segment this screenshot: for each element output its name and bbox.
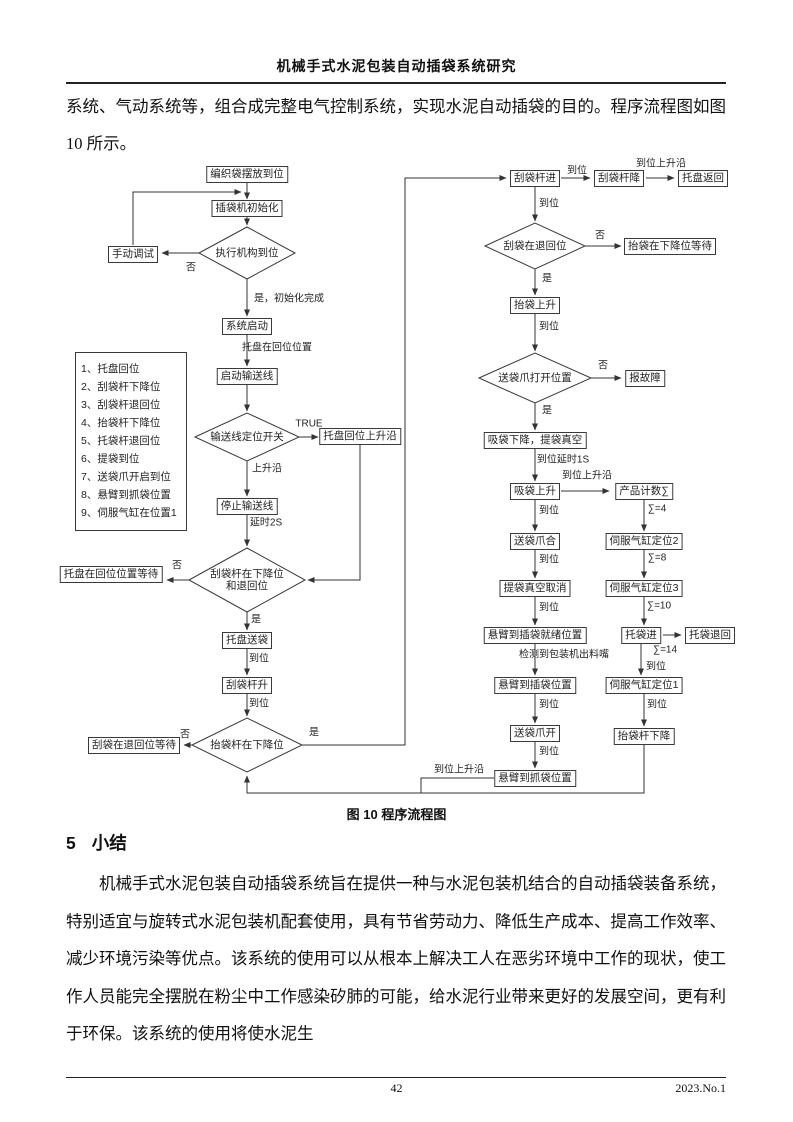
node-scraper-up: 刮袋杆升 [222, 677, 272, 694]
edge-label-detect-nozzle: 检测到包装机出料嘴 [519, 649, 609, 661]
page-number: 42 [390, 1081, 403, 1095]
node-conveyor-start: 启动输送线 [216, 368, 278, 385]
node-claw-close: 送袋爪合 [510, 533, 560, 550]
edge-label-arrive: 到位 [647, 699, 667, 711]
legend-item: 8、悬臂到抓袋位置 [81, 489, 171, 501]
edge-label-sum4: ∑=4 [647, 503, 667, 515]
section-title: 小结 [91, 833, 127, 853]
node-arm-insert-pos: 悬臂到插袋位置 [494, 677, 576, 694]
node-servo-pos2: 伺服气缸定位2 [605, 533, 683, 550]
node-holder-back: 托袋退回 [685, 627, 735, 644]
node-product-count: 产品计数∑ [615, 483, 673, 500]
node-manual-debug: 手动调试 [108, 246, 158, 263]
legend-item: 9、伺服气缸在位置1 [81, 507, 177, 519]
edge-label-yes: 是 [309, 727, 319, 739]
figure-caption: 图 10 程序流程图 [346, 807, 447, 822]
section-number: 5 [66, 833, 76, 853]
node-arm-grab-pos: 悬臂到抓袋位置 [494, 770, 576, 787]
legend-box: 1、托盘回位 2、刮袋杆下降位 3、刮袋杆退回位 4、抬袋杆下降位 5、托袋杆退… [75, 352, 187, 531]
edge-label-tray-home: 托盘在回位位置 [242, 342, 312, 354]
decision-actuator-inplace: 执行机构到位 [215, 247, 279, 259]
node-scraper-wait: 刮袋在退回位等待 [88, 737, 180, 754]
decision-scraper-back-pos: 刮袋在退回位 [503, 240, 567, 252]
legend-item: 3、刮袋杆退回位 [81, 399, 161, 411]
node-scraper-in: 刮袋杆进 [510, 170, 560, 187]
legend-item: 6、提袋到位 [81, 453, 140, 465]
legend-item: 2、刮袋杆下降位 [81, 381, 161, 393]
edge-label-yes-init: 是，初始化完成 [254, 293, 324, 305]
edge-label-yes: 是 [251, 614, 261, 626]
node-conveyor-stop: 停止输送线 [216, 498, 278, 515]
edge-label-arrive: 到位 [567, 165, 587, 177]
edge-label-no: 否 [172, 560, 182, 572]
node-suction-down: 吸袋下降，提袋真空 [483, 432, 587, 449]
edge-label-rising-edge: 上升沿 [252, 463, 282, 475]
edge-label-arrive: 到位 [539, 602, 559, 614]
node-lift-wait: 抬袋在下降位等待 [624, 238, 716, 255]
decision-line1: 刮袋杆在下降位 [210, 568, 284, 580]
edge-label-arrive: 到位 [539, 505, 559, 517]
node-holder-in: 托袋进 [621, 627, 661, 644]
node-suction-up: 吸袋上升 [510, 483, 560, 500]
edge-label-arrive: 到位 [539, 746, 559, 758]
edge-label-no: 否 [186, 262, 196, 274]
decision-line2: 和退回位 [226, 580, 268, 592]
edge-label-no: 否 [595, 230, 605, 242]
edge-label-no: 否 [180, 729, 190, 741]
decision-conveyor-switch: 输送线定位开关 [210, 431, 284, 443]
edge-label-arrive: 到位 [539, 699, 559, 711]
decision-scraper-positions: 刮袋杆在下降位 和退回位 [210, 568, 284, 592]
issue-number: 2023.No.1 [675, 1081, 726, 1095]
edge-label-delay-2s: 延时2S [249, 517, 283, 529]
edge-label-arrive: 到位 [249, 698, 269, 710]
section-heading: 5 小结 [66, 830, 127, 855]
edge-label-yes: 是 [542, 273, 552, 285]
node-vacuum-cancel: 提袋真空取消 [499, 580, 571, 597]
legend-item: 4、抬袋杆下降位 [81, 417, 161, 429]
node-lift-up: 抬袋上升 [510, 297, 560, 314]
decision-diamonds [187, 222, 593, 773]
node-report-fault: 报故障 [625, 370, 665, 387]
decision-lift-down-pos: 抬袋杆在下降位 [210, 739, 284, 751]
edge-label-arrive: 到位 [539, 321, 559, 333]
node-claw-open: 送袋爪开 [510, 725, 560, 742]
edge-label-true: TRUE [295, 418, 323, 430]
legend-item: 5、托袋杆退回位 [81, 435, 161, 447]
node-bag-place: 编织袋摆放到位 [206, 166, 288, 183]
node-tray-wait: 托盘在回位位置等待 [59, 566, 163, 583]
edge-label-sum14: ∑=14 [652, 644, 678, 656]
edge-label-arrive-rising: 到位上升沿 [636, 158, 686, 170]
node-lift-rod-down: 抬袋杆下降 [613, 728, 675, 745]
node-scraper-down: 刮袋杆降 [594, 170, 644, 187]
decision-claw-open-pos: 送袋爪打开位置 [498, 372, 572, 384]
edge-label-arrive: 到位 [646, 661, 666, 673]
node-machine-init: 插袋机初始化 [211, 200, 283, 217]
edge-label-arrive: 到位 [539, 198, 559, 210]
node-system-start: 系统启动 [222, 318, 272, 335]
node-tray-return: 托盘返回 [678, 170, 728, 187]
edge-label-arrive: 到位 [249, 653, 269, 665]
body-paragraph: 机械手式水泥包装自动插袋系统旨在提供一种与水泥包装机结合的自动插袋装备系统，特别… [66, 874, 726, 1043]
edge-label-sum10: ∑=10 [646, 600, 672, 612]
edge-label-arrive-rising: 到位上升沿 [562, 470, 612, 482]
edge-label-arrive: 到位 [539, 554, 559, 566]
legend-item: 1、托盘回位 [81, 363, 140, 375]
edge-label-sum8: ∑=8 [647, 552, 667, 564]
edge-label-yes: 是 [542, 405, 552, 417]
footer-rule [66, 1077, 726, 1078]
edge-label-arrive-rising: 到位上升沿 [434, 764, 484, 776]
header-title: 机械手式水泥包装自动插袋系统研究 [276, 60, 517, 75]
flow-edges [132, 175, 682, 794]
edge-label-no: 否 [598, 360, 608, 372]
node-servo-pos1: 伺服气缸定位1 [605, 677, 683, 694]
node-servo-pos3: 伺服气缸定位3 [605, 580, 683, 597]
node-tray-feed: 托盘送袋 [222, 632, 272, 649]
node-arm-ready-pos: 悬臂到插袋就绪位置 [483, 627, 587, 644]
intro-paragraph: 系统、气动系统等，组合成完整电气控制系统，实现水泥自动插袋的目的。程序流程图如图… [66, 97, 726, 153]
edge-label-arrive-delay: 到位延时1S [536, 454, 590, 466]
header-rule [66, 82, 726, 84]
node-tray-home-edge: 托盘回位上升沿 [319, 428, 401, 445]
legend-item: 7、送袋爪开启到位 [81, 471, 171, 483]
